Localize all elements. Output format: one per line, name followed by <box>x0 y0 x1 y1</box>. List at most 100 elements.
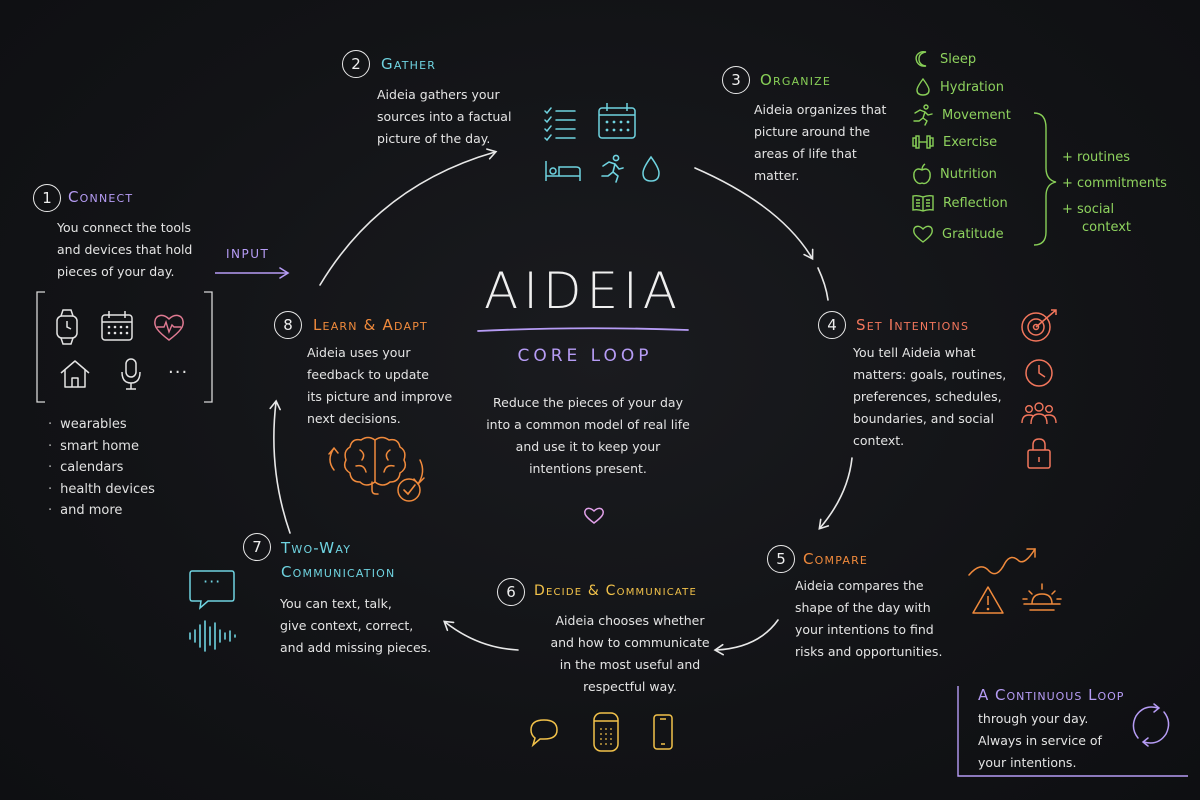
desc-line: feedback to update <box>307 367 429 382</box>
heart-rate-icon <box>154 314 184 341</box>
home-icon <box>60 360 90 388</box>
warning-icon <box>972 586 1004 614</box>
step-title-set-intentions: Set Intentions <box>856 316 970 334</box>
center-subtitle: Core Loop <box>517 346 653 366</box>
arrow-decide-to-twoway <box>443 620 519 651</box>
heart-icon <box>584 507 604 524</box>
drop-icon <box>916 77 930 96</box>
chat-bubble-icon <box>530 719 558 748</box>
desc-line: in the most useful and <box>559 657 701 672</box>
message-icon <box>189 570 235 610</box>
desc-line: Aideia gathers your <box>377 87 500 102</box>
desc-line: picture of the day. <box>377 131 491 146</box>
desc-line: give context, correct, <box>280 618 414 633</box>
step-title-decide: Decide & Communicate <box>534 583 697 599</box>
area-label: Gratitude <box>942 226 1004 242</box>
desc-line: context. <box>853 433 905 448</box>
dumbbell-icon <box>912 135 934 149</box>
area-label: Reflection <box>943 195 1008 211</box>
desc-line: your intentions. <box>978 755 1077 770</box>
message-dots: ··· <box>203 572 222 591</box>
area-hydration: Hydration <box>914 77 1004 97</box>
continuous-loop-title: A Continuous Loop <box>978 686 1125 704</box>
clock-icon <box>1025 359 1053 387</box>
desc-line: its picture and improve <box>307 389 453 404</box>
smart-speaker-icon <box>593 712 619 752</box>
step-title-gather: Gather <box>381 55 437 73</box>
desc-line: matter. <box>754 168 800 183</box>
extra-commitments: + commitments <box>1062 176 1167 191</box>
center-desc-line: Reduce the pieces of your day <box>493 395 683 410</box>
bullet-wearables: wearables <box>48 417 127 432</box>
moon-icon <box>915 51 927 67</box>
desc-line: through your day. <box>978 711 1089 726</box>
step-number-2: 2 <box>342 50 370 78</box>
bullet-calendars: calendars <box>48 460 123 475</box>
desc-line: respectful way. <box>583 679 677 694</box>
running-icon <box>601 154 624 183</box>
desc-line: risks and opportunities. <box>795 644 943 659</box>
desc-line: Aideia compares the <box>795 578 924 593</box>
extra-routines: + routines <box>1062 150 1130 165</box>
arrow-gather-to-organize <box>694 167 814 261</box>
desc-line: boundaries, and social <box>853 411 994 426</box>
area-reflection: Reflection <box>911 194 1008 212</box>
water-drop-icon <box>642 155 660 182</box>
arrow-twoway-to-learn <box>269 399 291 534</box>
runner-icon <box>913 104 933 126</box>
bullet-and-more: and more <box>48 503 122 518</box>
area-label: Hydration <box>940 79 1004 95</box>
step-number-8: 8 <box>274 311 302 339</box>
desc-line: preferences, schedules, <box>853 389 1002 404</box>
bed-icon <box>545 161 581 181</box>
center-desc-line: intentions present. <box>529 461 647 476</box>
more-devices-icon: ··· <box>168 362 189 383</box>
two-way-description: You can text, talk, give context, correc… <box>280 593 431 659</box>
desc-line: Aideia uses your <box>307 345 411 360</box>
compare-description: Aideia compares the shape of the day wit… <box>795 575 942 663</box>
area-exercise: Exercise <box>911 133 997 151</box>
bullet-smart-home: smart home <box>48 439 139 454</box>
step-title-organize: Organize <box>760 71 832 89</box>
area-movement: Movement <box>912 104 1011 126</box>
center-desc-line: and use it to keep your <box>515 439 661 454</box>
organize-description: Aideia organizes that picture around the… <box>754 99 886 187</box>
bullet-health-devices: health devices <box>48 482 155 497</box>
desc-line: matters: goals, routines, <box>853 367 1007 382</box>
arrow-compare-to-decide <box>713 619 779 656</box>
checklist-icon <box>544 107 576 142</box>
step-number-4: 4 <box>818 311 846 339</box>
center-description: Reduce the pieces of your day into a com… <box>470 392 706 480</box>
desc-line: your intentions to find <box>795 622 934 637</box>
step-title-connect: Connect <box>68 188 134 206</box>
organize-brace <box>1033 112 1057 246</box>
area-label: Exercise <box>943 134 998 150</box>
step-title-communication: Communication <box>281 563 396 581</box>
extra-social: + social <box>1062 202 1115 217</box>
trend-up-icon <box>968 548 1036 576</box>
continuous-loop-description: through your day. Always in service of y… <box>978 708 1102 774</box>
calendar-icon <box>101 311 133 341</box>
area-label: Movement <box>942 107 1011 123</box>
step-title-learn: Learn & Adapt <box>313 316 428 334</box>
apple-icon <box>913 163 931 185</box>
step-number-7: 7 <box>243 533 271 561</box>
area-sleep: Sleep <box>914 50 976 68</box>
arrow-organize-to-intentions <box>817 267 829 301</box>
step-title-compare: Compare <box>803 550 869 568</box>
sunrise-icon <box>1022 583 1062 611</box>
area-gratitude: Gratitude <box>912 224 1004 244</box>
gather-description: Aideia gathers your sources into a factu… <box>377 84 511 150</box>
title-underline <box>477 327 689 332</box>
area-label: Sleep <box>940 51 977 67</box>
desc-line: Always in service of <box>978 733 1102 748</box>
step-number-1: 1 <box>33 184 61 212</box>
desc-line: sources into a factual <box>377 109 512 124</box>
desc-line: and devices that hold <box>57 242 193 257</box>
step-number-6: 6 <box>497 578 525 606</box>
arrow-intentions-to-compare <box>818 457 853 530</box>
desc-line: Aideia organizes that <box>754 102 887 117</box>
desc-line: and how to communicate <box>550 635 710 650</box>
desc-line: shape of the day with <box>795 600 931 615</box>
decide-description: Aideia chooses whether and how to commun… <box>530 610 730 698</box>
